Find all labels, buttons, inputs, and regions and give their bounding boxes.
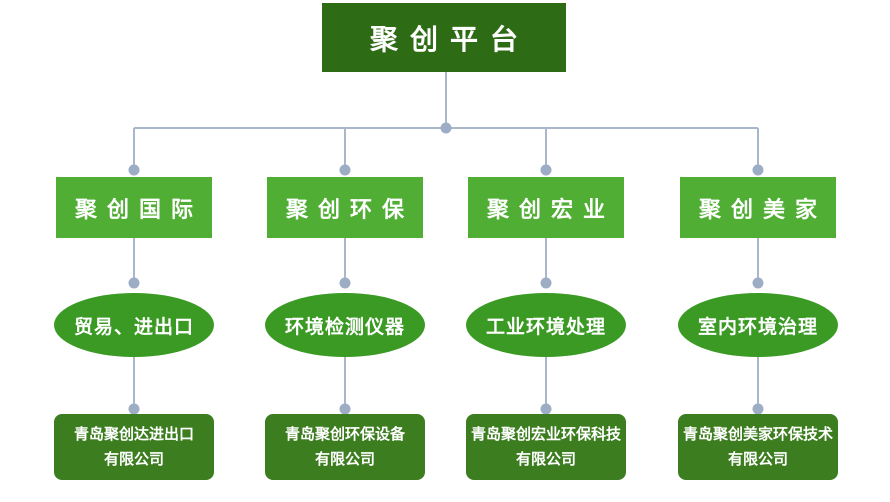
company-name-line1: 青岛聚创美家环保技术 — [682, 426, 833, 443]
company-node-4: 青岛聚创美家环保技术 有限公司 — [678, 414, 838, 480]
category-ellipse-3: 工业环境处理 — [466, 293, 626, 357]
company-name-line1: 青岛聚创达进出口 — [73, 426, 194, 443]
company-name-line2: 有限公司 — [103, 451, 164, 468]
category-label: 环境检测仪器 — [284, 316, 405, 338]
root-label: 聚创平台 — [369, 23, 530, 55]
root-node: 聚创平台 — [322, 3, 566, 72]
company-name-line1: 青岛聚创宏业环保科技 — [470, 426, 621, 443]
category-label: 贸易、进出口 — [73, 316, 194, 338]
branch-label: 聚创宏业 — [486, 196, 615, 222]
company-node-2: 青岛聚创环保设备 有限公司 — [265, 414, 425, 480]
category-ellipse-2: 环境检测仪器 — [265, 293, 425, 357]
branch-node-1: 聚创国际 — [56, 177, 212, 238]
category-label: 工业环境处理 — [485, 316, 606, 338]
company-name-line1: 青岛聚创环保设备 — [284, 426, 405, 443]
company-name-line2: 有限公司 — [314, 451, 375, 468]
company-name-line2: 有限公司 — [515, 451, 576, 468]
branch-node-4: 聚创美家 — [680, 177, 836, 238]
company-label: 青岛聚创环保设备 有限公司 — [285, 422, 405, 472]
company-label: 青岛聚创达进出口 有限公司 — [74, 422, 194, 472]
category-ellipse-4: 室内环境治理 — [678, 293, 838, 357]
company-node-3: 青岛聚创宏业环保科技 有限公司 — [466, 414, 626, 480]
branch-label: 聚创环保 — [285, 196, 414, 222]
company-node-1: 青岛聚创达进出口 有限公司 — [54, 414, 214, 480]
branch-node-3: 聚创宏业 — [468, 177, 624, 238]
company-name-line2: 有限公司 — [727, 451, 788, 468]
category-label: 室内环境治理 — [697, 316, 818, 338]
branch-label: 聚创美家 — [698, 196, 827, 222]
branch-label: 聚创国际 — [74, 196, 203, 222]
company-label: 青岛聚创宏业环保科技 有限公司 — [471, 422, 621, 472]
branch-node-2: 聚创环保 — [267, 177, 423, 238]
category-ellipse-1: 贸易、进出口 — [54, 293, 214, 357]
company-label: 青岛聚创美家环保技术 有限公司 — [683, 422, 833, 472]
